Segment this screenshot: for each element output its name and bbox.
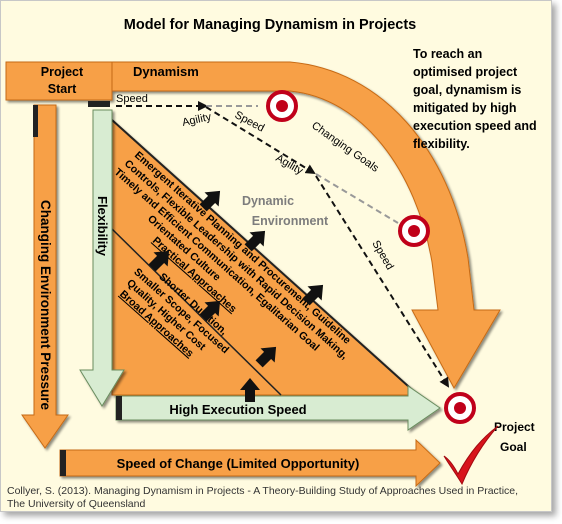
project-goal-label-line1: Project	[494, 420, 535, 434]
high-execution-speed-label: High Execution Speed	[169, 402, 306, 417]
dynamic-environment-label-line1: Dynamic	[242, 194, 294, 208]
project-start-label-line1: Project	[41, 65, 84, 79]
project-start-box	[5, 61, 113, 101]
speed-label-2: Speed	[233, 109, 267, 135]
side-note-line4: mitigated by high	[413, 101, 516, 115]
agility-path-to-goal-2	[315, 173, 399, 224]
side-note-line1: To reach an	[413, 47, 482, 61]
credit-line1: Collyer, S. (2013). Managing Dynamism in…	[7, 485, 518, 497]
side-note-line2: optimised project	[413, 65, 518, 79]
agility-label-2: Agility	[274, 152, 306, 177]
separator-line-2	[111, 119, 419, 396]
high-execution-speed-arrow	[115, 385, 441, 431]
agility-label-1: Agility	[181, 111, 213, 129]
mitigation-arrow-6	[255, 346, 277, 368]
dynamic-environment-label-line2: Environment	[252, 214, 329, 228]
flexibility-arrow	[79, 109, 125, 407]
mitigation-arrow-1	[199, 190, 221, 212]
execution-speed-start-bar	[116, 396, 122, 420]
project-goal-label-line2: Goal	[500, 440, 527, 454]
check-mark-icon	[443, 425, 499, 486]
separator-line-1	[111, 228, 282, 396]
project-goal-target	[444, 392, 476, 424]
side-note-line6: flexibility.	[413, 137, 470, 151]
diagram-title: Model for Managing Dynamism in Projects	[124, 17, 416, 33]
mitigation-arrows	[148, 190, 324, 402]
intermediate-goal-target-2	[398, 215, 430, 247]
speed-label-initial: Speed	[116, 93, 148, 105]
speed-of-change-start-bar	[60, 450, 66, 476]
mitigation-arrow-3	[244, 230, 266, 252]
start-left-bar	[33, 105, 38, 137]
project-start-label-line2: Start	[48, 82, 77, 96]
speed-of-change-arrow	[59, 438, 441, 488]
speed-of-change-label: Speed of Change (Limited Opportunity)	[117, 456, 360, 471]
speed-path-diagonal-2	[315, 175, 450, 388]
mitigation-arrow-4	[302, 284, 324, 306]
mitigation-arrow-5	[199, 300, 221, 322]
speed-label-3: Speed	[369, 239, 395, 273]
start-marker-bar	[88, 101, 110, 107]
side-note-line5: execution speed and	[413, 119, 537, 133]
mitigation-arrow-7	[240, 378, 260, 402]
credit-line2: The University of Queensland	[7, 498, 145, 510]
mitigation-arrow-2	[148, 250, 170, 272]
intermediate-goal-target-1	[266, 90, 298, 122]
speed-path-diagonal-1	[205, 106, 316, 175]
dynamism-arrow	[111, 61, 501, 390]
side-note: To reach an optimised project goal, dyna…	[413, 47, 537, 151]
side-note-line3: goal, dynamism is	[413, 83, 521, 97]
changing-environment-pressure-label: Changing Environment Pressure	[38, 200, 53, 411]
flexibility-label: Flexibility	[95, 196, 110, 257]
dynamism-label: Dynamism	[133, 64, 199, 79]
changing-environment-pressure-arrow	[21, 104, 69, 449]
